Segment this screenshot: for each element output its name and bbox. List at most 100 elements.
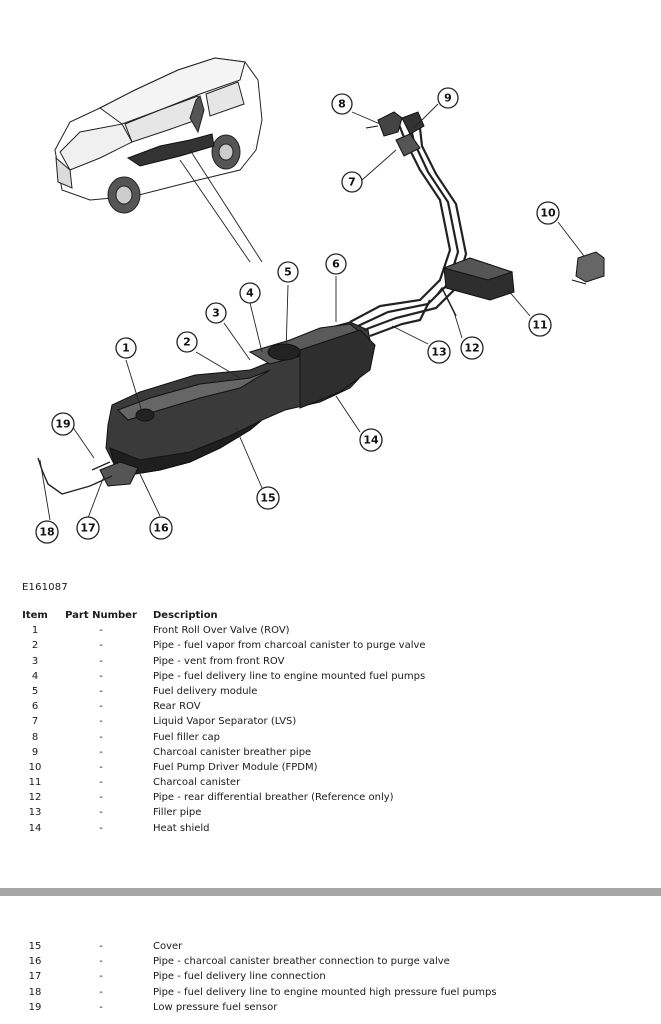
part-number: - bbox=[99, 670, 103, 682]
breather-pipe bbox=[435, 286, 457, 317]
item-number: 13 bbox=[28, 807, 42, 819]
part-description: Fuel delivery module bbox=[153, 685, 258, 697]
column-header-description: Description bbox=[153, 610, 218, 621]
item-number: 17 bbox=[28, 971, 42, 983]
table-row: 8-Fuel filler cap bbox=[0, 732, 661, 747]
item-number: 15 bbox=[28, 941, 42, 952]
part-description: Pipe - vent from front ROV bbox=[153, 655, 285, 667]
item-number: 9 bbox=[31, 746, 39, 758]
item-number: 19 bbox=[28, 1001, 42, 1013]
item-number: 5 bbox=[31, 685, 39, 697]
svg-text:6: 6 bbox=[332, 258, 340, 271]
table-row: 19 - Low pressure fuel sensor bbox=[0, 1002, 661, 1017]
item-number: 4 bbox=[31, 670, 39, 682]
callout-12: 12 bbox=[460, 336, 484, 360]
item-number: 12 bbox=[28, 792, 42, 804]
callout-4: 4 bbox=[239, 282, 261, 304]
part-number: - bbox=[99, 746, 103, 758]
part-number: - bbox=[99, 625, 103, 637]
part-description: Cover bbox=[153, 941, 183, 952]
callout-18: 18 bbox=[35, 520, 59, 544]
charcoal-canister bbox=[442, 257, 515, 301]
svg-text:11: 11 bbox=[532, 319, 547, 332]
callout-6: 6 bbox=[325, 253, 347, 275]
item-number: 16 bbox=[28, 956, 42, 968]
table-row: 13 - Filler pipe bbox=[0, 807, 661, 822]
table-row: 1 - Front Roll Over Valve (ROV) bbox=[0, 625, 661, 640]
part-number: - bbox=[99, 716, 103, 728]
fuel-tank-assembly bbox=[99, 321, 376, 487]
table-row: 11-Charcoal canister bbox=[0, 777, 661, 792]
callout-8: 8 bbox=[331, 93, 353, 115]
table-row: 4 - Pipe - fuel delivery line to engine mo… bbox=[0, 671, 661, 686]
svg-text:13: 13 bbox=[431, 346, 446, 359]
figure-reference: E161087 bbox=[22, 582, 68, 593]
callout-3: 3 bbox=[205, 302, 227, 324]
part-description: Liquid Vapor Separator (LVS) bbox=[153, 716, 297, 728]
table-row: 6-Rear ROV bbox=[0, 701, 661, 716]
svg-text:14: 14 bbox=[363, 434, 379, 447]
part-description: Pipe - fuel delivery line to engine moun… bbox=[153, 670, 426, 682]
part-description: Pipe - rear differential breather (Refer… bbox=[153, 792, 394, 804]
part-description: Filler pipe bbox=[153, 807, 202, 819]
item-number: 3 bbox=[31, 655, 39, 667]
page-divider bbox=[0, 888, 661, 896]
fuel-delivery-line bbox=[37, 457, 113, 495]
part-number: - bbox=[99, 685, 103, 697]
part-description: Front Roll Over Valve (ROV) bbox=[153, 625, 290, 637]
callout-13: 13 bbox=[427, 340, 451, 364]
callout-2: 2 bbox=[176, 331, 198, 353]
callout-14: 14 bbox=[359, 428, 383, 452]
part-description: Pipe - fuel delivery line to engine moun… bbox=[153, 986, 497, 998]
leader-lines bbox=[39, 103, 585, 521]
fuel-system-diagram: 1 2 3 4 5 6 7 8 9 10 11 12 13 14 15 16 1… bbox=[35, 57, 605, 544]
projection-lines bbox=[179, 149, 263, 263]
callout-11: 11 bbox=[528, 313, 552, 337]
column-header-part-number: Part Number bbox=[65, 610, 137, 621]
table-row: 7 - Liquid Vapor Separator (LVS) bbox=[0, 716, 661, 731]
vehicle-illustration bbox=[54, 57, 263, 214]
item-number: 1 bbox=[31, 625, 39, 637]
item-number: 8 bbox=[31, 731, 39, 743]
part-number: - bbox=[99, 822, 103, 834]
table-row: 9 - Charcoal canister breather pipe bbox=[0, 747, 661, 762]
item-number: 18 bbox=[28, 986, 42, 998]
table-row: 14 - Heat shield bbox=[0, 823, 661, 838]
part-number: - bbox=[99, 807, 103, 819]
svg-text:2: 2 bbox=[183, 336, 191, 349]
svg-text:5: 5 bbox=[284, 266, 292, 279]
callout-16: 16 bbox=[149, 516, 173, 540]
item-number: 14 bbox=[28, 822, 42, 834]
part-description: Low pressure fuel sensor bbox=[153, 1001, 278, 1013]
callout-19: 19 bbox=[51, 412, 75, 436]
callout-7: 7 bbox=[341, 171, 363, 193]
svg-text:18: 18 bbox=[39, 526, 54, 539]
part-number: - bbox=[99, 1001, 103, 1013]
callout-9: 9 bbox=[437, 87, 459, 109]
part-description: Charcoal canister breather pipe bbox=[153, 746, 312, 758]
table-row: 16-Pipe - charcoal canister breather con… bbox=[0, 956, 661, 971]
item-number: 10 bbox=[28, 761, 42, 773]
parts-table: Item Part Number Description 1 - Front Rol… bbox=[0, 610, 661, 838]
table-row: 12 - Pipe - rear differential breather (Re… bbox=[0, 792, 661, 807]
part-number: - bbox=[99, 941, 103, 952]
part-number: - bbox=[99, 792, 103, 804]
item-number: 7 bbox=[31, 716, 39, 728]
item-number: 6 bbox=[31, 701, 39, 713]
part-description: Heat shield bbox=[153, 822, 210, 834]
part-number: - bbox=[99, 986, 103, 998]
table-header: Item Part Number Description bbox=[0, 610, 661, 625]
part-description: Pipe - fuel vapor from charcoal canister… bbox=[153, 640, 426, 652]
part-description: Fuel Pump Driver Module (FPDM) bbox=[153, 761, 318, 773]
callout-10: 10 bbox=[536, 201, 560, 225]
svg-text:15: 15 bbox=[260, 492, 275, 505]
table-row: 15 - Cover bbox=[0, 941, 661, 956]
fpdm-module bbox=[571, 251, 605, 285]
table-row: 3-Pipe - vent from front ROV bbox=[0, 656, 661, 671]
part-number: - bbox=[99, 971, 103, 983]
table-row: 2-Pipe - fuel vapor from charcoal canist… bbox=[0, 640, 661, 655]
filler-head bbox=[365, 111, 425, 157]
part-number: - bbox=[99, 777, 103, 789]
part-description: Pipe - charcoal canister breather connec… bbox=[153, 956, 450, 968]
